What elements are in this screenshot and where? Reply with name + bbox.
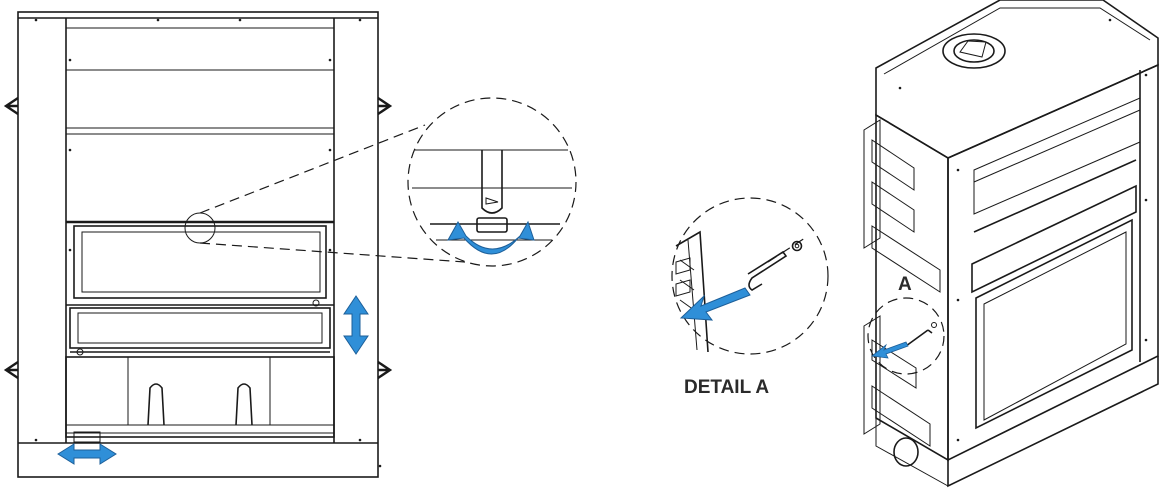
magnified-detail-circle <box>407 97 577 267</box>
curved-rotate-arrow-icon <box>447 220 535 255</box>
detail-marker-label: A <box>898 274 912 295</box>
detail-caption: DETAIL A <box>684 377 769 398</box>
fireplace-isometric-view <box>863 0 1159 488</box>
pull-out-arrow-icon <box>679 287 751 321</box>
double-arrow-horizontal-icon <box>57 443 117 465</box>
pull-out-arrow-small-icon <box>870 341 909 359</box>
detail-a-reference-circle <box>867 297 945 375</box>
detail-a-circle <box>671 197 829 355</box>
double-arrow-vertical-icon <box>343 295 369 355</box>
detail-reference-circle <box>184 212 216 244</box>
fireplace-front-view <box>3 11 466 478</box>
rivet-dots <box>34 18 382 468</box>
